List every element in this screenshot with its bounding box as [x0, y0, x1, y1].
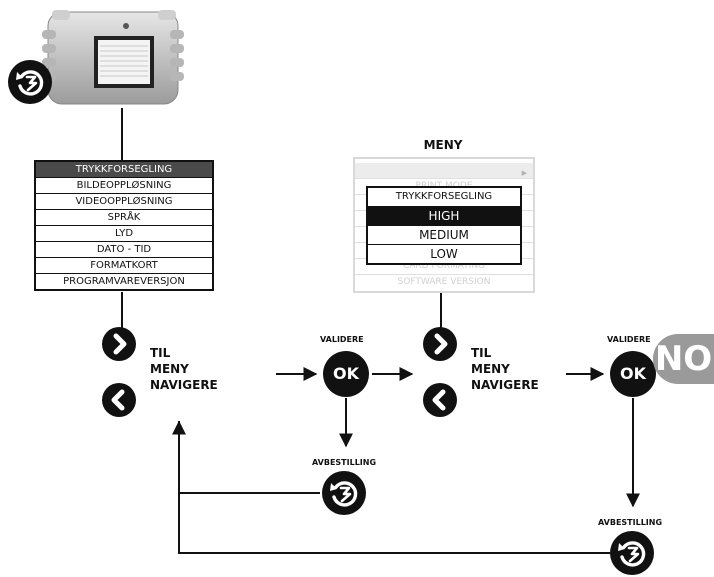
previous-button[interactable] — [423, 383, 457, 417]
nav-label-line: MENY — [471, 362, 510, 376]
chevron-right-icon — [434, 333, 448, 355]
menu-item[interactable]: TRYKKFORSEGLING — [36, 162, 212, 178]
menu-item[interactable]: PROGRAMVAREVERSJON — [63, 276, 185, 287]
submenu-option-medium[interactable]: MEDIUM — [368, 226, 520, 245]
chevron-right-icon — [113, 333, 127, 355]
device-illustration — [42, 10, 184, 105]
language-tab: NO — [653, 334, 714, 384]
nav-label-1: TIL MENY NAVIGERE — [150, 345, 218, 393]
menu-item[interactable]: BILDEOPPLØSNING — [36, 178, 212, 194]
cancel-label: AVBESTILLING — [598, 518, 663, 527]
ok-button[interactable]: OK — [323, 351, 369, 397]
menu-item[interactable]: LYD — [36, 226, 212, 242]
back-menu-icon — [16, 70, 44, 96]
device-back-button[interactable] — [8, 60, 52, 104]
background-menu-item: SOFTWARE VERSION — [397, 277, 491, 287]
validate-label: VALIDERE — [320, 335, 364, 344]
validate-label: VALIDERE — [607, 335, 651, 344]
cancel-button[interactable] — [610, 531, 654, 575]
menu-title: MENY — [423, 138, 463, 152]
nav-label-line: NAVIGERE — [471, 378, 539, 392]
next-button[interactable] — [423, 327, 457, 361]
ok-button[interactable]: OK — [610, 351, 656, 397]
play-arrow-icon: ▶ — [521, 169, 527, 177]
nav-label-line: TIL — [150, 346, 171, 360]
chevron-left-icon — [432, 389, 446, 411]
cancel-button[interactable] — [322, 471, 366, 515]
menu-item[interactable]: SPRÅK — [36, 210, 212, 226]
background-menu-top-row: ▶ — [355, 163, 533, 179]
nav-label-2: TIL MENY NAVIGERE — [471, 345, 539, 393]
next-button[interactable] — [102, 327, 136, 361]
chevron-left-icon — [111, 389, 125, 411]
previous-button[interactable] — [102, 383, 136, 417]
submenu-title: TRYKKFORSEGLING — [368, 188, 520, 207]
back-menu-icon — [618, 541, 646, 567]
nav-label-line: TIL — [471, 346, 492, 360]
menu-item[interactable]: VIDEOOPPLØSNING — [36, 194, 212, 210]
menu-item[interactable]: DATO - TID — [36, 242, 212, 258]
nav-label-line: NAVIGERE — [150, 378, 218, 392]
submenu-option-high[interactable]: HIGH — [368, 207, 520, 226]
menu-item[interactable]: FORMATKORT — [36, 258, 212, 274]
cancel-label: AVBESTILLING — [312, 458, 377, 467]
back-menu-icon — [330, 481, 358, 507]
background-menu-item: CARD FORMATING — [355, 259, 533, 275]
loop-cancel1 — [178, 421, 320, 494]
submenu-option-low[interactable]: LOW — [430, 247, 458, 261]
loop-cancel2 — [178, 421, 610, 554]
pressure-seal-submenu: TRYKKFORSEGLING HIGH MEDIUM LOW — [366, 186, 522, 265]
nav-label-line: MENY — [150, 362, 189, 376]
